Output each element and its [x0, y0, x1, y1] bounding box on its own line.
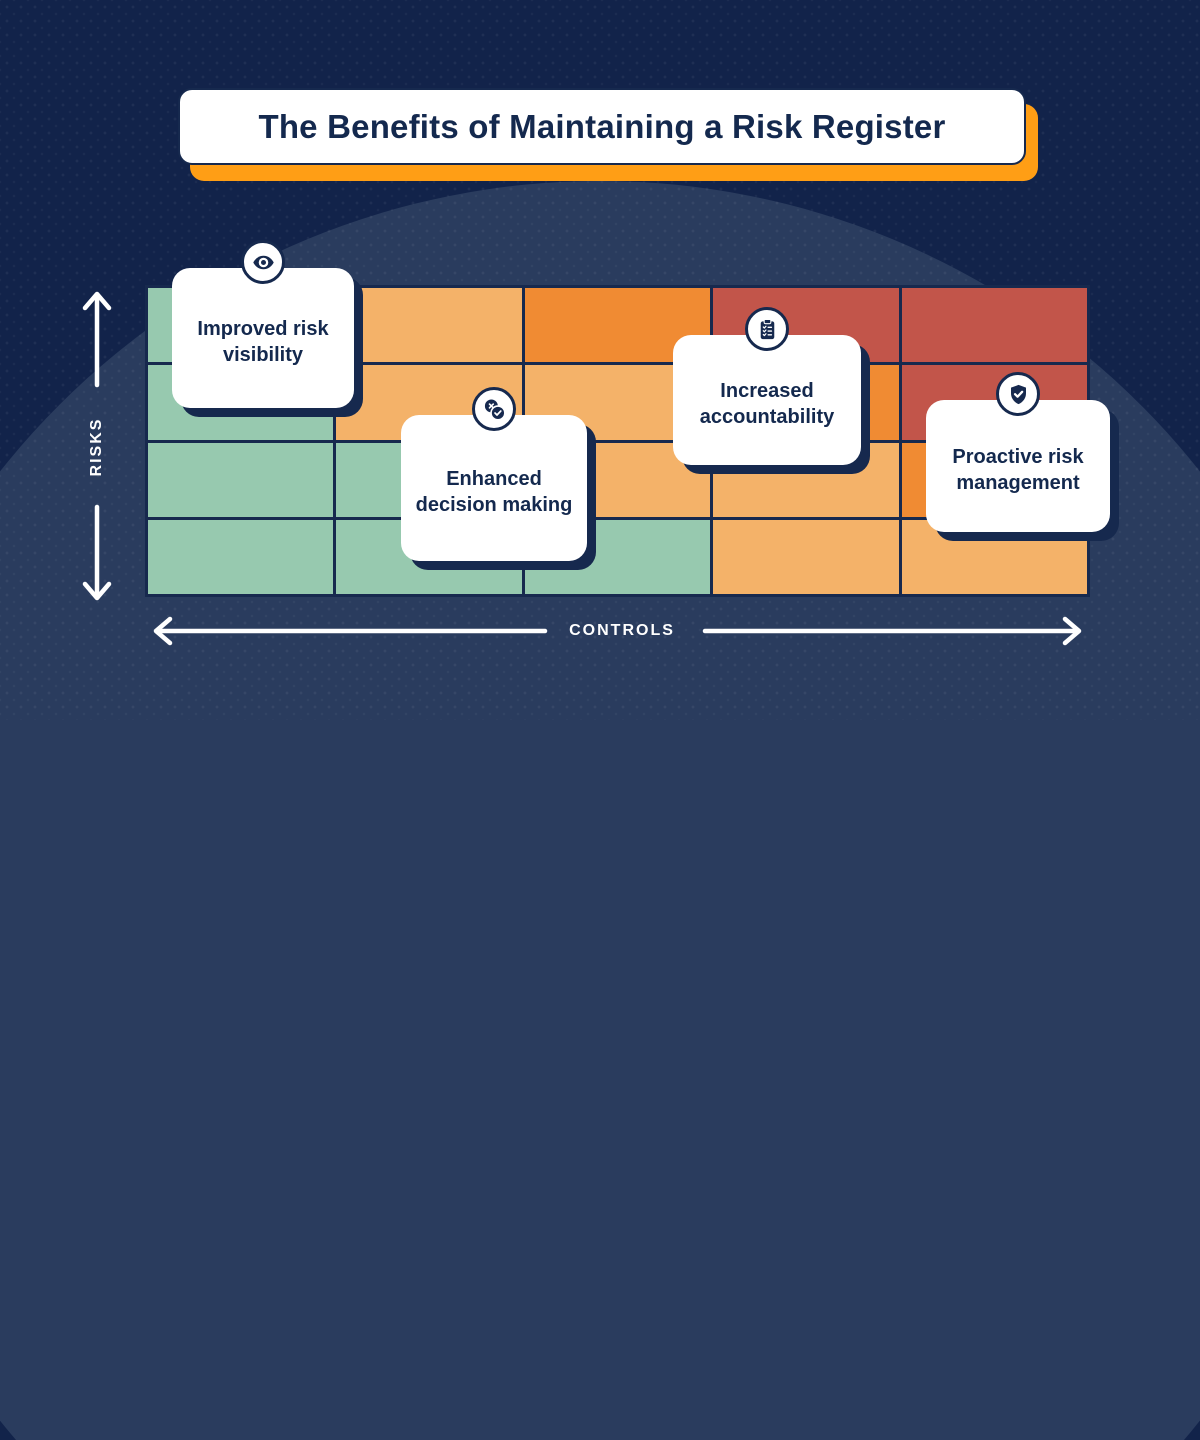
card-label: Increased accountability — [699, 380, 835, 428]
matrix-cell — [336, 288, 522, 363]
arrow-down-head-icon — [82, 581, 112, 601]
x-axis-label: CONTROLS — [569, 622, 675, 639]
card-increased-accountability: Increased accountability — [673, 307, 861, 465]
y-axis-label: RISKS — [88, 417, 105, 477]
title-banner: The Benefits of Maintaining a Risk Regis… — [178, 88, 1026, 165]
card-label: Enhanced decision making — [415, 468, 573, 516]
eye-icon — [241, 240, 285, 284]
matrix-cell — [901, 288, 1087, 363]
card-enhanced-decision-making: Enhanced decision making — [401, 387, 587, 561]
card-improved-risk-visibility: Improved risk visibility — [172, 240, 354, 408]
page-title: The Benefits of Maintaining a Risk Regis… — [258, 107, 946, 145]
arrow-left-head-icon — [153, 616, 173, 646]
arrow-right-head-icon — [1062, 616, 1082, 646]
matrix-cell — [901, 519, 1087, 594]
arrow-up-head-icon — [82, 291, 112, 311]
matrix-cell — [148, 442, 334, 517]
clipboard-checklist-icon — [745, 307, 789, 351]
card-proactive-risk-management: Proactive risk management — [926, 372, 1110, 532]
matrix-cell — [148, 519, 334, 594]
risks-axis-arrows — [82, 291, 112, 601]
decision-x-check-icon — [472, 387, 516, 431]
card-label: Proactive risk management — [952, 446, 1084, 494]
controls-axis-arrows — [153, 616, 1082, 646]
card-label: Improved risk visibility — [197, 318, 329, 366]
shield-check-icon — [996, 372, 1040, 416]
matrix-cell — [713, 519, 899, 594]
